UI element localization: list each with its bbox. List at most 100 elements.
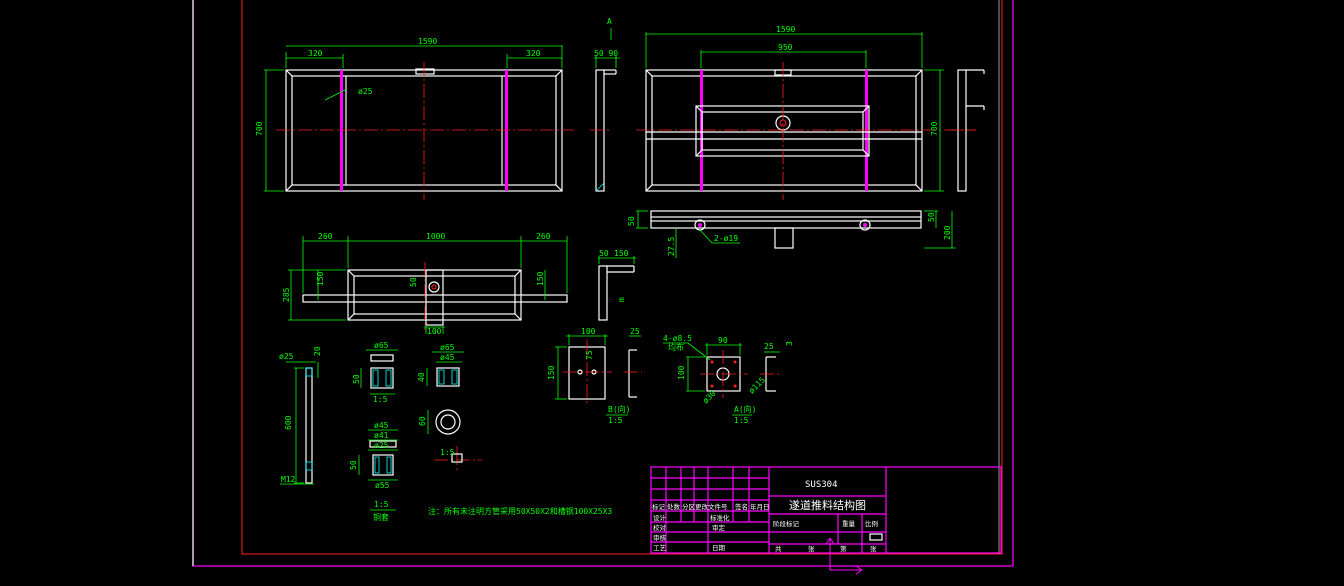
bracket-dim-a: 50 bbox=[599, 249, 609, 258]
title-material: SUS304 bbox=[805, 480, 838, 490]
bolt-thread: M12 bbox=[281, 475, 296, 484]
bolt-dia: ø25 bbox=[279, 352, 294, 361]
bushing-c-d1: ø45 bbox=[374, 421, 389, 430]
bolt-thread-len: 20 bbox=[313, 346, 322, 356]
plate-a: 4-ø8.5 均布 90 100 25 3 ø115 ø30 A(向) 1:5 bbox=[663, 334, 794, 425]
plan-dim-center: 50 bbox=[409, 277, 418, 287]
plan-dim-height: 285 bbox=[282, 287, 291, 302]
front-dim-right: 320 bbox=[526, 49, 541, 58]
tb-row1-label2: 审定 bbox=[712, 523, 726, 532]
plate-a-width: 90 bbox=[718, 336, 728, 345]
bolt-detail: ø25 20 600 M12 bbox=[279, 346, 322, 485]
plate-a-view: A(向) bbox=[734, 404, 756, 414]
front-dim-total: 1590 bbox=[418, 37, 437, 46]
tb-bottom-2: 第 bbox=[840, 544, 847, 553]
bottom-dim-left: 50 bbox=[627, 216, 636, 226]
bracket-dim-b: 150 bbox=[614, 249, 629, 258]
title-block: SUS304 遂道推料结构图 标记 处数 分区 更改文件号 签名 年月日 设计 … bbox=[650, 466, 1002, 554]
bottom-dim-right: 50 bbox=[927, 212, 936, 222]
section-mark-a: A bbox=[607, 17, 612, 26]
tb-mid-1: 重量 bbox=[842, 520, 856, 528]
general-note: 注：所有未注明方管采用50X50X2和槽钢100X25X3 bbox=[428, 506, 612, 516]
bushing-b-height: 40 bbox=[417, 372, 426, 382]
bushing-b-inner: ø45 bbox=[440, 353, 455, 362]
tb-row3-label: 工艺 bbox=[653, 544, 667, 552]
tb-row1-label: 校对 bbox=[653, 523, 667, 532]
back-view: 1590 950 700 bbox=[636, 25, 976, 200]
tb-row0-label2: 标准化 bbox=[710, 513, 730, 522]
bushing-c-d2: ø41 bbox=[374, 431, 389, 440]
plate-b-scale: 1:5 bbox=[608, 416, 623, 425]
plate-b-height: 150 bbox=[547, 365, 556, 380]
plate-b-side-w: 25 bbox=[630, 327, 640, 336]
bottom-holes-label: 2-ø19 bbox=[714, 234, 738, 243]
plan-dim-left-h: 150 bbox=[316, 271, 325, 286]
bushing-a: ø65 50 1:5 bbox=[352, 341, 398, 404]
side-view-b bbox=[950, 69, 985, 192]
bottom-view: 50 50 200 27.5 2-ø19 bbox=[627, 210, 956, 258]
tb-row0-label: 设计 bbox=[653, 513, 667, 522]
plate-a-scale: 1:5 bbox=[734, 416, 749, 425]
sheet-border bbox=[192, 0, 1014, 567]
bushing-c-height: 50 bbox=[349, 460, 358, 470]
front-dim-height: 700 bbox=[255, 121, 264, 136]
tb-header-5: 年月日 bbox=[750, 502, 770, 511]
tb-header-1: 处数 bbox=[667, 502, 681, 511]
plan-dim-left: 260 bbox=[318, 232, 333, 241]
plan-dim-right-h: 150 bbox=[536, 271, 545, 286]
tb-header-2: 分区 bbox=[682, 502, 696, 511]
plate-a-side-w: 25 bbox=[764, 342, 774, 351]
bushing-c-d3: ø25 bbox=[374, 441, 389, 450]
plan-dim-mid: 1000 bbox=[426, 232, 445, 241]
plate-a-side-t: 3 bbox=[785, 341, 794, 346]
bottom-dim-height: 200 bbox=[943, 225, 952, 240]
tb-bottom-1: 张 bbox=[808, 544, 815, 553]
plate-a-height: 100 bbox=[677, 365, 686, 380]
tb-mid-0: 阶段标记 bbox=[773, 519, 800, 528]
bushing-c-title: 铜套 bbox=[373, 512, 389, 522]
front-view: 1590 320 320 700 ø25 bbox=[255, 37, 574, 200]
tb-header-3: 更改文件号 bbox=[695, 502, 728, 511]
plate-b-inner: 75 bbox=[585, 350, 594, 360]
bushing-a-outer: ø65 bbox=[374, 341, 389, 350]
plate-a-holes: 4-ø8.5 bbox=[663, 334, 692, 343]
back-dim-height: 700 bbox=[930, 121, 939, 136]
front-dim-left: 320 bbox=[308, 49, 323, 58]
plate-b-width: 100 bbox=[581, 327, 596, 336]
bracket-dim-c: m bbox=[617, 297, 626, 302]
back-dim-total: 1590 bbox=[776, 25, 795, 34]
bottom-dim-side: 27.5 bbox=[667, 237, 676, 256]
plan-view: 260 1000 260 285 150 150 50 100 bbox=[282, 232, 568, 336]
plate-b-view: B(向) bbox=[608, 404, 630, 414]
side-view-a: A 50 90 bbox=[590, 17, 620, 192]
tb-row2-label: 审核 bbox=[653, 533, 667, 542]
title-drawing: 遂道推料结构图 bbox=[789, 498, 866, 512]
plate-a-dia-a: ø115 bbox=[747, 375, 767, 395]
bushing-a-height: 50 bbox=[352, 374, 361, 384]
plate-a-note: 均布 bbox=[668, 342, 684, 352]
front-hole-label: ø25 bbox=[358, 87, 373, 96]
tb-bottom-3: 张 bbox=[870, 544, 877, 553]
plan-dim-bottom: 100 bbox=[427, 327, 442, 336]
bushing-b: ø65 ø45 40 bbox=[417, 343, 464, 387]
tb-bottom-0: 共 bbox=[775, 544, 782, 553]
bushing-c: ø45 ø41 ø25 50 ø55 1:5 铜套 bbox=[349, 421, 398, 522]
side-a-dim-top: 50 90 bbox=[594, 49, 618, 58]
bushing-c-bottom: ø55 bbox=[375, 481, 390, 490]
bracket-view: 50 150 m bbox=[598, 249, 636, 321]
back-dim-inner: 950 bbox=[778, 43, 793, 52]
ring-height: 60 bbox=[418, 416, 427, 426]
ring-detail: 60 1:5 bbox=[418, 409, 482, 470]
plate-b: 100 150 25 75 B(向) 1:5 bbox=[547, 327, 642, 425]
tb-row3-label2: 日期 bbox=[712, 544, 726, 552]
tb-header-0: 标记 bbox=[652, 502, 666, 511]
bushing-b-outer: ø65 bbox=[440, 343, 455, 352]
plan-dim-right: 260 bbox=[536, 232, 551, 241]
ring-scale: 1:5 bbox=[440, 448, 455, 457]
bolt-length: 600 bbox=[284, 415, 293, 430]
bushing-c-scale: 1:5 bbox=[374, 500, 389, 509]
bushing-a-scale: 1:5 bbox=[373, 395, 388, 404]
tb-header-4: 签名 bbox=[735, 502, 748, 511]
ucs-cursor-icon bbox=[825, 537, 863, 575]
